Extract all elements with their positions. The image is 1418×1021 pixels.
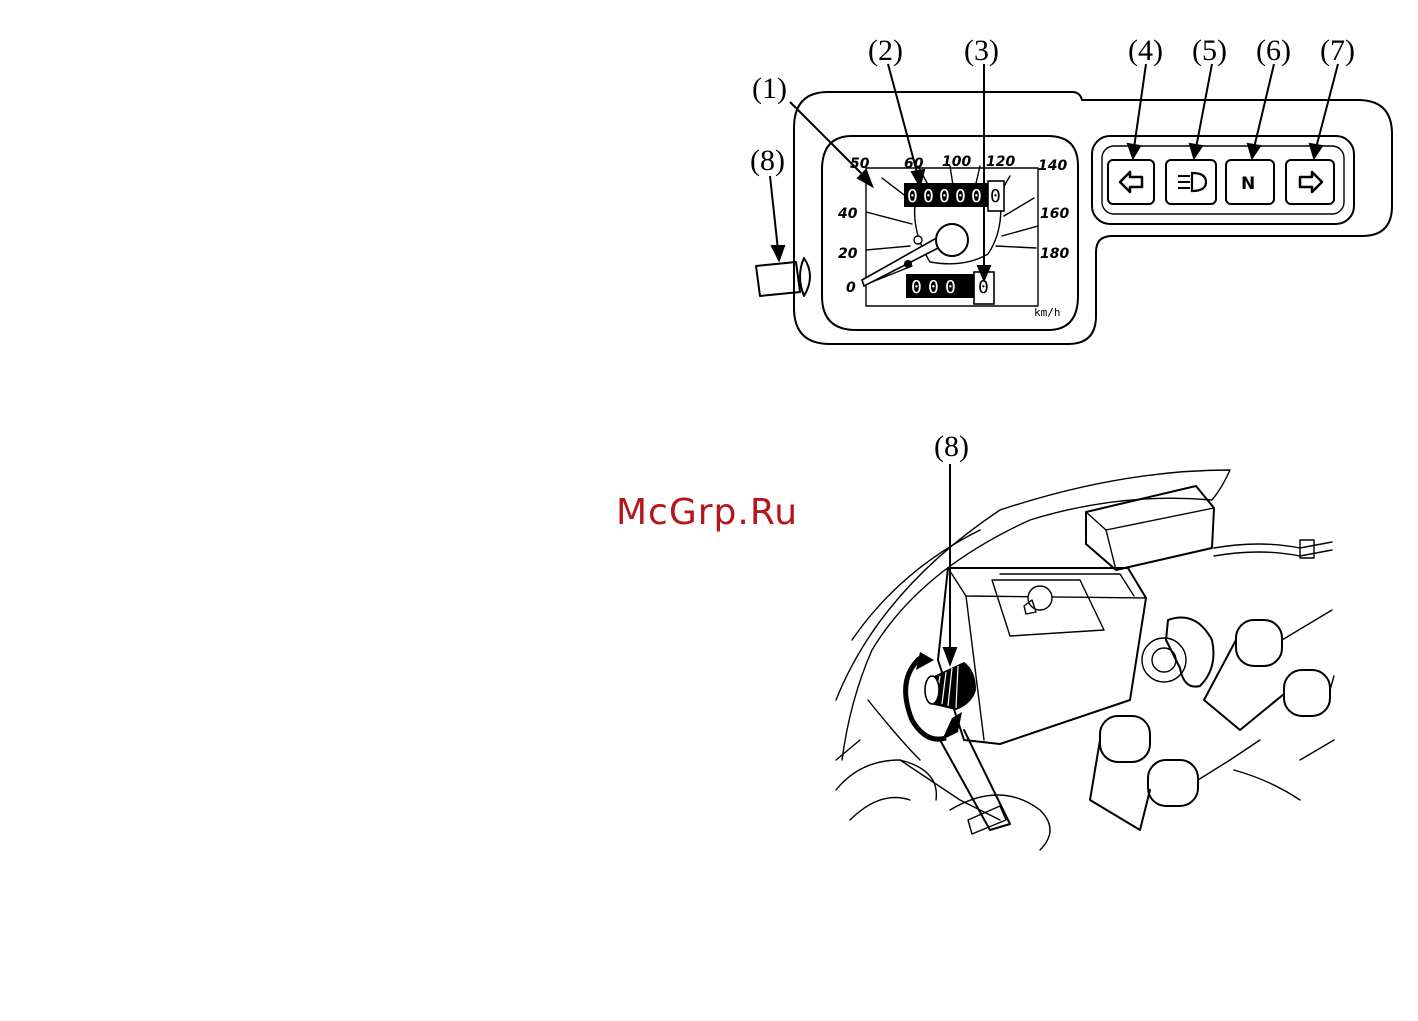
callout-8-top: (8): [750, 144, 785, 177]
odo-digit: 0: [939, 186, 950, 207]
scale-160: 160: [1040, 206, 1069, 222]
callout-4: (4): [1128, 34, 1163, 67]
callout-5: (5): [1192, 34, 1227, 67]
callout-6: (6): [1256, 34, 1291, 67]
motorcycle-cockpit-illustration: (8): [836, 430, 1334, 850]
scale-40: 40: [837, 206, 858, 222]
trip-digit: 0: [928, 277, 939, 298]
instrument-cluster-diagram: 0 20 40 50 60 100 120 140 160 180 0 0 0 …: [750, 34, 1392, 344]
scale-20: 20: [838, 246, 858, 262]
scale-140: 140: [1038, 158, 1067, 174]
odo-digit: 0: [907, 186, 918, 207]
left-turn-indicator: [1108, 160, 1154, 204]
callout-7: (7): [1320, 34, 1355, 67]
callout-3: (3): [964, 34, 999, 67]
watermark: McGrp.Ru: [616, 492, 798, 533]
odo-digit: 0: [990, 186, 1001, 207]
front-cowl: [836, 470, 1230, 760]
odo-digit: 0: [955, 186, 966, 207]
trip-digit: 0: [911, 277, 922, 298]
neutral-label: N: [1241, 174, 1255, 194]
scale-120: 120: [986, 154, 1015, 170]
scale-180: 180: [1040, 246, 1069, 262]
odo-digit: 0: [971, 186, 982, 207]
callout-1: (1): [752, 72, 787, 105]
trip-meter: 0 0 0 0: [906, 272, 994, 304]
right-turn-indicator: [1286, 160, 1334, 204]
scale-100: 100: [942, 154, 971, 170]
callout-2: (2): [868, 34, 903, 67]
callout-8-bottom: (8): [934, 430, 969, 463]
high-beam-indicator: [1166, 160, 1216, 204]
arrow-left-icon: [1120, 172, 1142, 192]
neutral-indicator: N: [1226, 160, 1274, 204]
arrow-right-icon: [1300, 172, 1322, 192]
odo-digit: 0: [923, 186, 934, 207]
trip-reset-knob-top: [756, 258, 810, 296]
ignition-key: [1142, 618, 1214, 687]
scale-0: 0: [846, 280, 856, 296]
trip-digit: 0: [945, 277, 956, 298]
trip-reset-knob: [906, 652, 976, 740]
speed-unit: km/h: [1034, 306, 1061, 319]
high-beam-icon: [1178, 173, 1206, 191]
